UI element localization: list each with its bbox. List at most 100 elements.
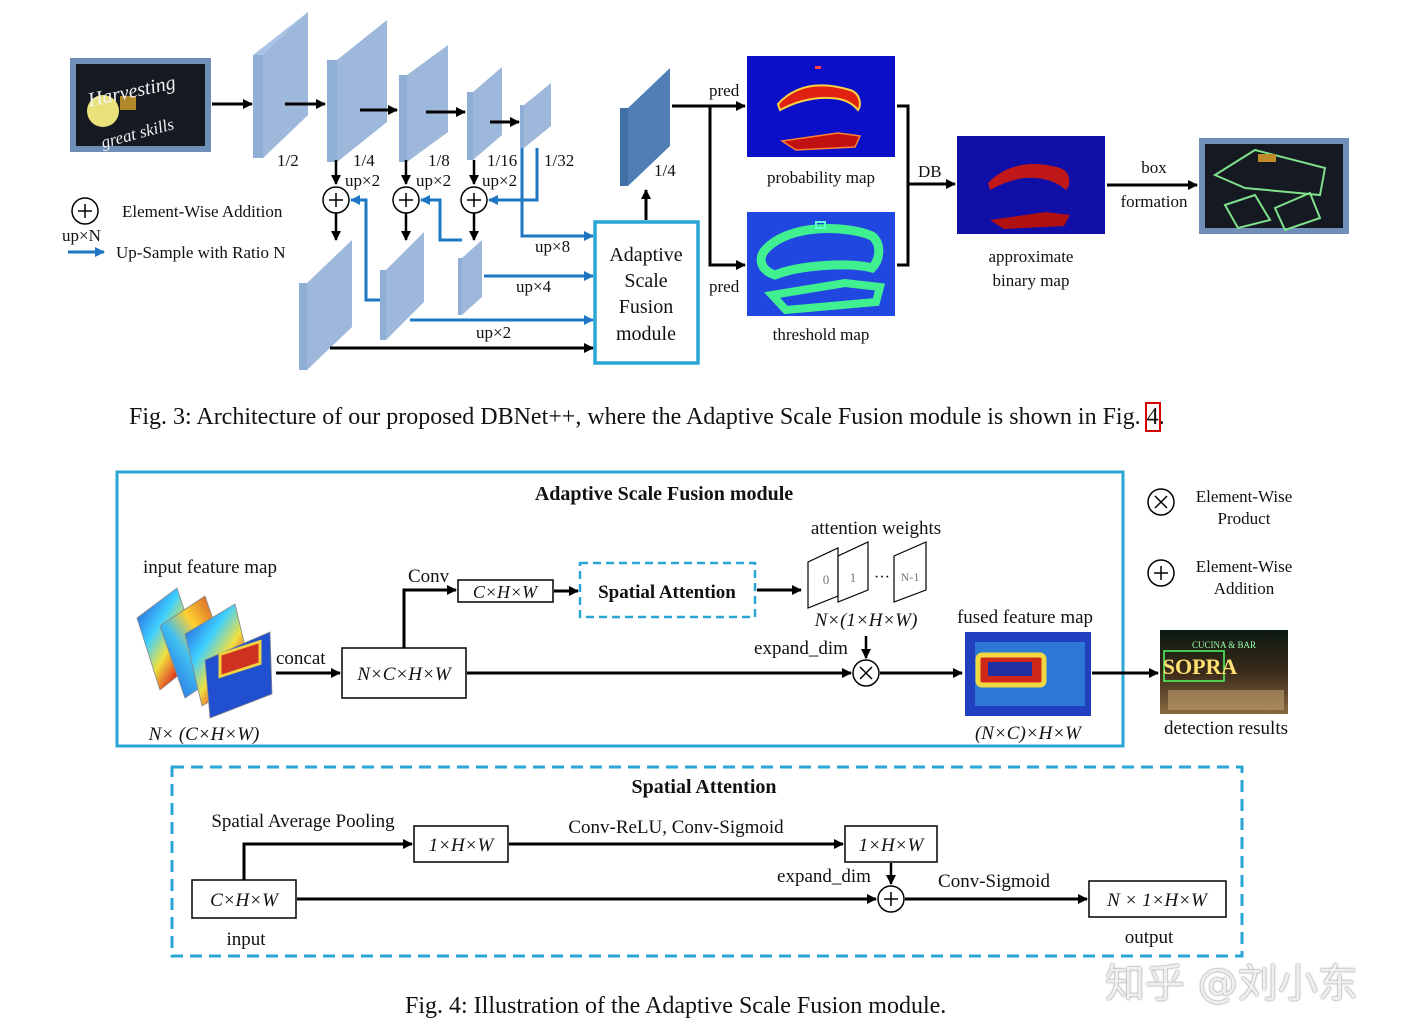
spatial-attention-panel-title: Spatial Attention <box>631 776 776 798</box>
attention-card-1-label: 1 <box>850 570 857 585</box>
fig4-caption-text: Fig. 4: Illustration of the Adaptive Sca… <box>405 993 947 1019</box>
fig4-caption: Fig. 4: Illustration of the Adaptive Sca… <box>405 993 946 1020</box>
legend-product-symbol <box>1147 488 1175 516</box>
scale-label-1-2: 1/2 <box>277 151 299 170</box>
asf-up2-label: up×2 <box>476 323 511 342</box>
attention-weight-card-0: 0 <box>807 547 839 609</box>
scale-label-1-16: 1/16 <box>487 151 517 170</box>
input-feature-map-label: input feature map <box>143 557 277 578</box>
nchw-box-label: N×C×H×W <box>356 664 453 685</box>
asf-up4-label: up×4 <box>516 277 552 296</box>
fused-feature-map-label: fused feature map <box>957 607 1093 628</box>
fig3-caption-ref[interactable]: 4 <box>1144 402 1161 432</box>
conv-label: Conv <box>408 566 450 587</box>
output-feature-block-3 <box>458 240 482 315</box>
box-formation-result-image <box>1199 138 1349 234</box>
input-text-image: Harvesting great skills <box>70 58 211 152</box>
detection-result-image: CUCINA & BAR SOPRA <box>1160 630 1288 714</box>
expand-dim-label-1: expand_dim <box>754 638 848 659</box>
detection-results-label: detection results <box>1164 718 1288 739</box>
approximate-binary-map-image <box>957 136 1105 234</box>
asf-output-scale: 1/4 <box>654 161 676 180</box>
threshold-map-image <box>747 212 895 316</box>
sa-1hw-box-1-label: 1×H×W <box>429 835 496 856</box>
spatial-attention-box: Spatial Attention <box>578 561 757 619</box>
asf-line-2: Scale <box>624 270 667 292</box>
spatial-average-pooling-label: Spatial Average Pooling <box>211 811 395 832</box>
sa-adder-circle <box>877 885 905 913</box>
fig3-caption-text: Fig. 3: Architecture of our proposed DBN… <box>129 404 1147 430</box>
legend-addition-symbol <box>71 197 99 225</box>
binary-map-line-1: approximate <box>989 247 1074 266</box>
sa-1hw-box-1: 1×H×W <box>413 825 509 863</box>
expand-dim-label-2: expand_dim <box>777 866 871 887</box>
attention-card-n-1-label: N-1 <box>901 570 920 584</box>
attention-weights-label: attention weights <box>811 518 941 539</box>
fig3-caption-end: . <box>1158 404 1165 430</box>
legend-addition-symbol-fig4 <box>1147 559 1175 587</box>
threshold-map-label: threshold map <box>773 325 870 344</box>
fused-output-block <box>620 68 670 186</box>
pred-bottom-label: pred <box>709 277 740 296</box>
attention-weight-card-n-1: N-1 <box>893 541 927 603</box>
asf-line-1: Adaptive <box>609 244 682 266</box>
fused-shape-label: (N×C)×H×W <box>975 723 1083 744</box>
box-formation-line-2: formation <box>1120 192 1188 211</box>
fused-feature-map-image <box>965 632 1091 716</box>
legend-product-line-2: Product <box>1218 509 1271 528</box>
adder-circle-2 <box>392 186 420 214</box>
sa-output-label: output <box>1125 927 1174 948</box>
legend-product-line-1: Element-Wise <box>1196 487 1293 506</box>
legend-upsample-symbol: up×N <box>62 226 101 245</box>
attention-shape-label: N×(1×H×W) <box>814 610 918 631</box>
chw-box-label: C×H×W <box>473 582 539 602</box>
fig3-caption: Fig. 3: Architecture of our proposed DBN… <box>129 402 1165 432</box>
spatial-attention-panel <box>170 765 1244 958</box>
backbone-feature-block-1-8 <box>399 45 448 162</box>
input-feature-maps-stack <box>136 587 273 719</box>
scale-label-1-8: 1/8 <box>428 151 450 170</box>
sa-1hw-box-2: 1×H×W <box>844 825 938 863</box>
chw-box: C×H×W <box>457 579 554 603</box>
sa-output-box-label: N × 1×H×W <box>1106 890 1209 911</box>
sa-output-box: N × 1×H×W <box>1088 880 1227 918</box>
detection-sign: SOPRA <box>1163 654 1238 679</box>
legend-addition-line-1: Element-Wise <box>1196 557 1293 576</box>
asf-module-box: Adaptive Scale Fusion module <box>593 220 700 365</box>
conv-relu-label: Conv-ReLU, Conv-Sigmoid <box>568 817 784 838</box>
legend-addition-line-2: Addition <box>1214 579 1275 598</box>
legend-addition-label: Element-Wise Addition <box>122 202 283 221</box>
legend-upsample-label: Up-Sample with Ratio N <box>116 243 286 262</box>
conv-sigmoid-label: Conv-Sigmoid <box>938 871 1050 892</box>
sa-input-box-label: C×H×W <box>210 890 280 911</box>
asf-panel-title: Adaptive Scale Fusion module <box>535 483 793 505</box>
sa-input-box: C×H×W <box>191 879 297 919</box>
probability-map-image <box>747 56 895 157</box>
detection-small-sign: CUCINA & BAR <box>1192 640 1256 650</box>
backbone-feature-block-1-4 <box>327 20 387 162</box>
spatial-attention-box-label: Spatial Attention <box>598 582 736 603</box>
backbone-feature-block-1-2 <box>253 12 308 158</box>
asf-module-panel <box>115 470 1125 748</box>
sa-1hw-box-2-label: 1×H×W <box>859 835 926 856</box>
asf-line-3: Fusion <box>619 296 673 318</box>
input-feature-shape: N× (C×H×W) <box>148 724 260 745</box>
pred-top-label: pred <box>709 81 740 100</box>
up-label-3: up×2 <box>482 171 517 190</box>
backbone-feature-block-1-16 <box>467 67 502 160</box>
asf-line-4: module <box>616 323 676 345</box>
sa-input-label: input <box>226 929 266 950</box>
nchw-box: N×C×H×W <box>341 647 467 699</box>
output-feature-block-2 <box>380 232 424 340</box>
box-formation-line-1: box <box>1141 158 1167 177</box>
attention-weight-card-1: 1 <box>837 541 869 603</box>
attention-card-0-label: 0 <box>823 572 830 587</box>
adder-circle-1 <box>322 186 350 214</box>
up-label-1: up×2 <box>345 171 380 190</box>
up-label-2: up×2 <box>416 171 451 190</box>
probability-map-label: probability map <box>767 168 875 187</box>
scale-label-1-32: 1/32 <box>544 151 574 170</box>
watermark-text: 知乎 @刘小东 <box>1105 961 1358 1007</box>
backbone-feature-block-1-32 <box>520 83 551 148</box>
